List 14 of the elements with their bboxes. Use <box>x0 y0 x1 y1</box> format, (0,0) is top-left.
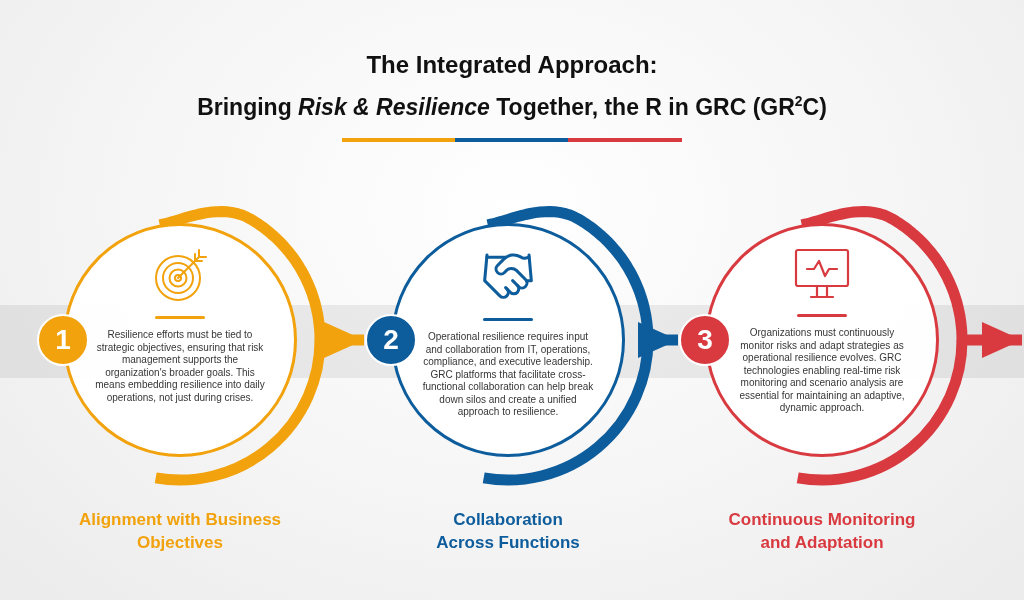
step-description: Operational resilience requires input and collaboration from IT, operations, compliance, and executive leadership. GRC platforms that facilitate cross-functional collaboration can help break down silos and create a unified approach to resilience. <box>421 331 595 419</box>
step-description: Resilience efforts must be tied to strategic objectives, ensuring that risk management supports the organization's broader goals. This means embedding resilience into daily operations, not just during crises. <box>94 329 266 404</box>
step-heading: Alignment with Business Objectives <box>77 509 283 554</box>
step-heading: Continuous Monitoring and Adaptation <box>727 509 917 554</box>
subtitle: Bringing Risk & Resilience Together, the R in GRC (GR$^{2}$C) <box>197 93 827 122</box>
curved-arrow <box>486 206 678 358</box>
step-number-badge: 3 <box>679 314 731 366</box>
step-description: Organizations must continuously monitor risks and adapt strategies as operational resilience evolves. GRC technologies enabling real-time risk monitoring and scenario analysis are essential for maintaining an adaptive, dynamic approach. <box>738 327 906 415</box>
curved-arrow <box>800 206 1022 358</box>
step-heading: Collaboration Across Functions <box>435 509 581 554</box>
curved-arrow <box>158 206 364 358</box>
step-number-badge: 2 <box>365 314 417 366</box>
step-number-badge: 1 <box>37 314 89 366</box>
title: The Integrated Approach: <box>366 50 658 80</box>
